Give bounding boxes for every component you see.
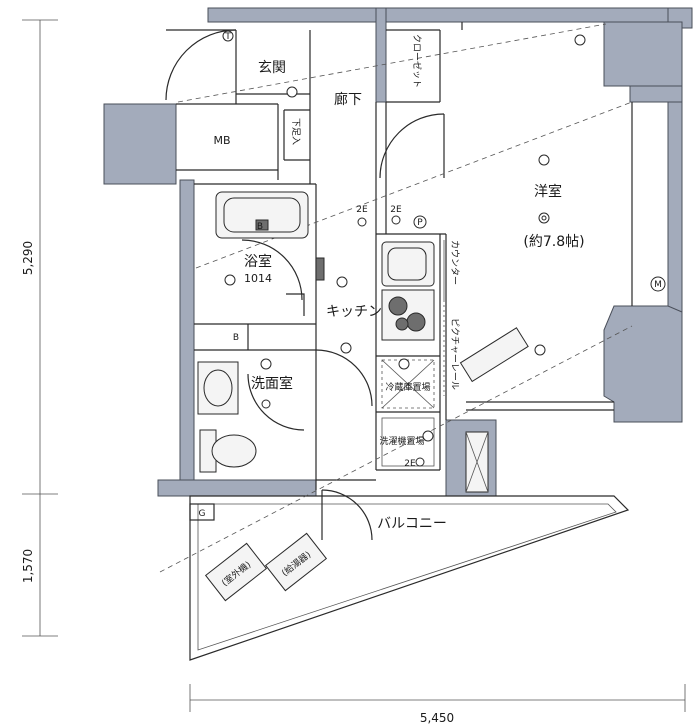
fixtures (197, 191, 529, 602)
label-balcony: バルコニー (377, 516, 447, 532)
beam-lines (159, 23, 633, 573)
light-symbols (222, 30, 666, 467)
balcony-outline (189, 495, 630, 661)
label-closet: クローゼット (411, 34, 423, 88)
label-yokushitsu: 浴室 (244, 253, 272, 270)
label-yoshitsu: 洋室 (534, 183, 562, 200)
label-mb: MB (213, 134, 230, 147)
symbol-phone: T (224, 32, 231, 42)
dimension-width: 5,450 (420, 711, 454, 725)
dimension-height-lower: 1,570 (21, 549, 35, 583)
label-picture-rail: ピクチャーレール (449, 318, 460, 390)
label-kitchen: キッチン (326, 304, 382, 320)
door-swings (165, 29, 445, 541)
label-yoshitsu-size: (約7.8帖) (523, 234, 584, 250)
label-senmen: 洗面室 (251, 375, 293, 392)
partitions (176, 22, 633, 490)
dimension-lines (22, 19, 686, 712)
label-genkan: 玄関 (258, 59, 286, 76)
symbol-outlet-2e-b: 2E (390, 205, 402, 215)
label-fridge-space: 冷蔵庫置場 (385, 381, 430, 393)
dimension-height-upper: 5,290 (21, 241, 35, 275)
label-washer-space: 洗濯機置場 (379, 435, 424, 447)
symbol-b: B (257, 222, 263, 232)
symbol-outlet-2e: 2E (356, 205, 368, 215)
symbol-gas: G (199, 509, 206, 519)
label-counter: カウンター (449, 240, 460, 285)
symbol-breaker: B (233, 333, 239, 343)
symbol-meter: M (654, 280, 662, 290)
label-geta: 下足入 (290, 118, 301, 145)
label-yokushitsu-size: 1014 (244, 272, 272, 285)
symbol-p: P (417, 218, 423, 228)
label-rouka: 廊下 (334, 91, 362, 108)
symbol-outlet-2e-c: 2E (404, 459, 416, 469)
